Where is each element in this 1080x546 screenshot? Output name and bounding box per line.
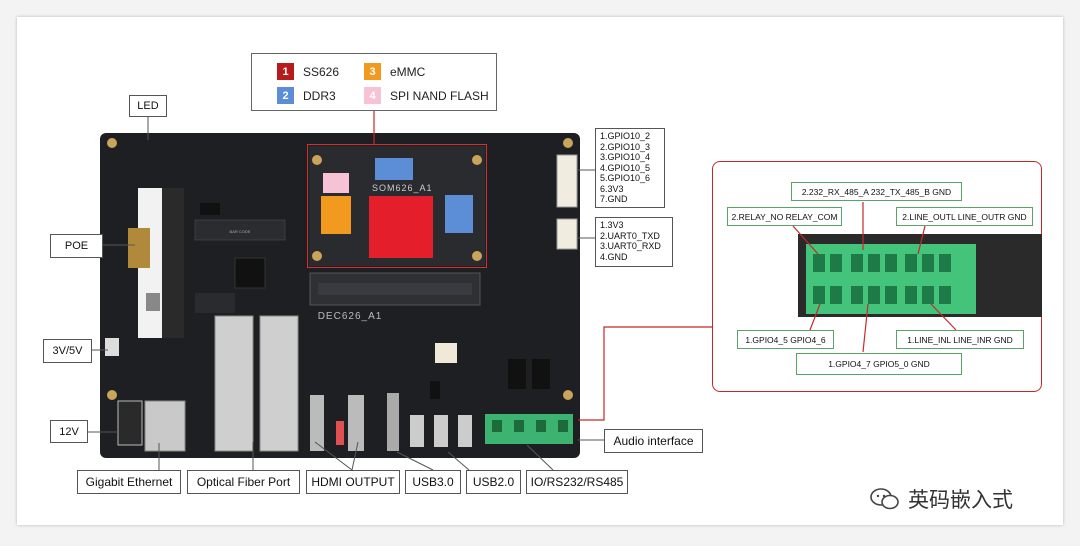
led-label: LED (129, 95, 167, 117)
usb3-label: USB3.0 (405, 470, 461, 494)
som-board-label: SOM626_A1 (372, 183, 433, 193)
ddr3-chip-2 (445, 195, 473, 233)
zoom-label-rs232-rs485: 2.232_RX_485_A 232_TX_485_B GND (791, 182, 962, 201)
barcode-label: BAR CODE (230, 229, 251, 234)
board-illustration: BAR CODE (105, 138, 578, 452)
gigabit-ethernet-label: Gigabit Ethernet (77, 470, 181, 494)
pin-label: 1.3V3 (600, 220, 624, 230)
uart-header-pinout: 1.3V3 2.UART0_TXD 3.UART0_RXD 4.GND (595, 217, 673, 267)
som-module: SOM626_A1 (309, 146, 485, 266)
chip-legend: 1 SS626 2 DDR3 3 eMMC 4 SPI NAND FLASH (251, 53, 497, 111)
legend-item-spi-nand: 4 SPI NAND FLASH (364, 87, 489, 104)
legend-number: 4 (364, 87, 381, 104)
wechat-icon (870, 488, 899, 510)
legend-item-ddr3: 2 DDR3 (277, 87, 336, 104)
usb2-label: USB2.0 (466, 470, 521, 494)
hdmi-output-label: HDMI OUTPUT (306, 470, 400, 494)
audio-interface-label: Audio interface (604, 429, 703, 453)
pin-label: 1.GPIO10_2 (600, 131, 651, 141)
legend-number: 2 (277, 87, 294, 104)
terminal-zoom-panel: 2.232_RX_485_A 232_TX_485_B GND 2.RELAY_… (712, 161, 1042, 392)
emmc-chip (321, 196, 351, 234)
legend-label: DDR3 (303, 88, 336, 103)
legend-number: 1 (277, 63, 294, 80)
ss626-chip (369, 196, 433, 258)
pin-label: 5.GPIO10_6 (600, 173, 651, 183)
pin-label: 3.GPIO10_4 (600, 152, 651, 162)
ddr3-chip (375, 158, 413, 180)
legend-label: eMMC (390, 64, 426, 79)
zoom-label-gpio4: 1.GPIO4_5 GPIO4_6 (737, 330, 834, 349)
spi-nand-chip (323, 173, 349, 193)
io-rs232-rs485-label: IO/RS232/RS485 (526, 470, 628, 494)
power-3v5v-label: 3V/5V (43, 339, 92, 363)
watermark-text: 英码嵌入式 (908, 489, 1013, 512)
som-highlight (307, 144, 487, 268)
watermark: 英码嵌入式 (870, 484, 1013, 514)
pin-label: 2.UART0_TXD (600, 230, 660, 241)
pin-label: 4.GND (600, 251, 628, 262)
pin-label: 2.GPIO10_3 (600, 141, 651, 152)
legend-number: 3 (364, 63, 381, 80)
pin-label: 3.UART0_RXD (600, 241, 661, 251)
pin-label: 7.GND (600, 194, 628, 204)
zoom-label-line-out: 2.LINE_OUTL LINE_OUTR GND (896, 207, 1033, 226)
gpio-header-pinout: 1.GPIO10_2 2.GPIO10_3 3.GPIO10_4 4.GPIO1… (595, 128, 665, 208)
legend-label: SS626 (303, 64, 340, 79)
optical-fiber-label: Optical Fiber Port (187, 470, 300, 494)
legend-label: SPI NAND FLASH (390, 88, 489, 103)
power-12v-label: 12V (50, 420, 88, 443)
legend-item-ss626: 1 SS626 (277, 63, 339, 80)
zoom-label-relay: 2.RELAY_NO RELAY_COM (727, 207, 842, 226)
poe-label: POE (50, 234, 103, 258)
legend-item-emmc: 3 eMMC (364, 63, 425, 80)
dec-board-label: DEC626_A1 (318, 311, 383, 322)
zoom-label-line-in: 1.LINE_INL LINE_INR GND (896, 330, 1024, 349)
pin-label: 4.GPIO10_5 (600, 162, 651, 173)
zoom-label-gpio4-7: 1.GPIO4_7 GPIO5_0 GND (796, 353, 962, 375)
pin-label: 6.3V3 (600, 183, 624, 194)
